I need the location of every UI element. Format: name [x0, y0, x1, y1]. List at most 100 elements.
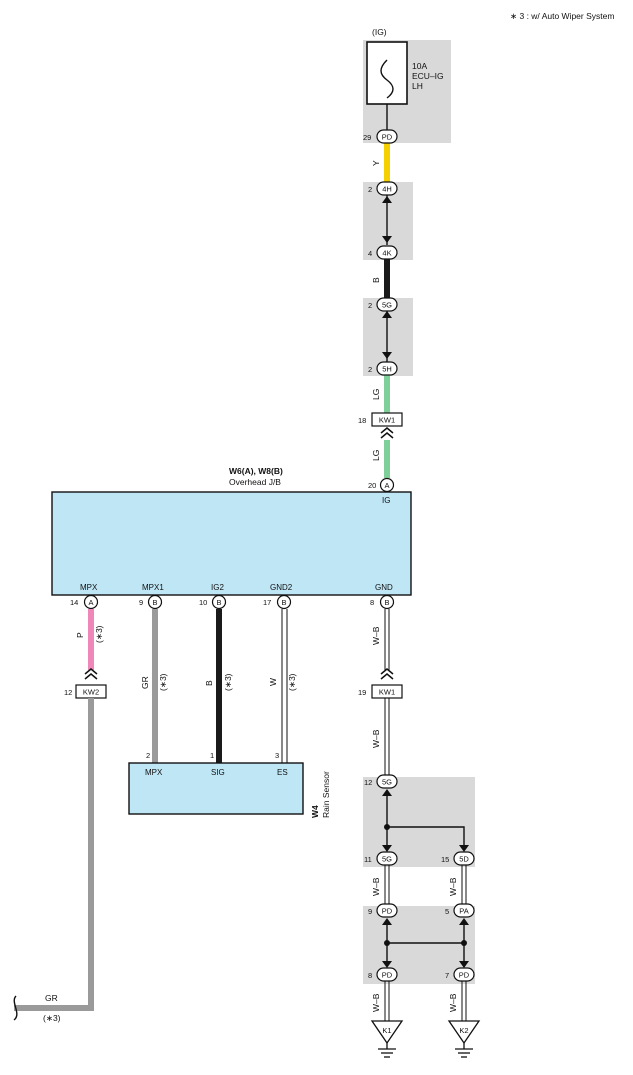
rain-sensor-id: W4: [310, 805, 320, 818]
fuse-source-label: (IG): [372, 27, 387, 37]
fuse-icon: [380, 59, 394, 99]
svg-text:4: 4: [368, 249, 372, 258]
connector-4h: 4H 2: [368, 181, 398, 196]
wire-label-wb5: W–B: [371, 993, 381, 1012]
svg-text:17: 17: [263, 598, 271, 607]
connector-jb-ig: A 20: [368, 477, 395, 493]
svg-text:(∗3): (∗3): [43, 1013, 61, 1023]
wire-label-wb2: W–B: [371, 729, 381, 748]
svg-text:14: 14: [70, 598, 78, 607]
wire-label-lg1: LG: [371, 389, 381, 400]
svg-text:B: B: [152, 598, 157, 607]
svg-text:A: A: [88, 598, 93, 607]
wire-label-lg2: LG: [371, 450, 381, 461]
svg-text:5H: 5H: [382, 365, 392, 374]
svg-text:2: 2: [146, 751, 150, 760]
svg-text:5G: 5G: [382, 778, 392, 787]
connector-mpx-14: A 14: [70, 594, 99, 610]
svg-text:3: 3: [275, 751, 279, 760]
svg-text:12: 12: [364, 778, 372, 787]
svg-text:4H: 4H: [382, 185, 392, 194]
connector-ig2-10: B 10: [199, 594, 227, 610]
svg-text:K2: K2: [459, 1026, 468, 1035]
rain-sensor-terminal-mpx: MPX: [145, 768, 163, 777]
wire-label-gr-bottom: GR: [45, 993, 58, 1003]
svg-text:5D: 5D: [459, 855, 469, 864]
wire-label-b: B: [371, 277, 381, 283]
jb-terminal-mpx: MPX: [80, 583, 98, 592]
wire-label-gr: GR: [140, 676, 150, 689]
ground-k1: K1: [370, 1020, 404, 1058]
wire-label-ig2: B: [204, 680, 214, 686]
svg-text:10: 10: [199, 598, 207, 607]
connector-kw1-top: KW1 18: [358, 412, 403, 439]
jb-name: Overhead J/B: [229, 477, 281, 487]
wire-label-y: Y: [371, 160, 381, 166]
svg-text:B: B: [216, 598, 221, 607]
svg-text:2: 2: [368, 185, 372, 194]
connector-gnd2-17: B 17: [263, 594, 292, 610]
svg-text:9: 9: [139, 598, 143, 607]
fuse-box: [366, 41, 408, 105]
connector-5g-12: 5G 12: [364, 774, 398, 789]
connector-5g-11: 5G 11: [364, 851, 398, 866]
svg-text:5G: 5G: [382, 301, 392, 310]
svg-text:20: 20: [368, 481, 376, 490]
connector-pd-7: PD 7: [445, 967, 475, 982]
svg-text:PD: PD: [382, 907, 393, 916]
connector-kw1-bottom: KW1 19: [358, 684, 403, 699]
connector-kw2: KW2 12: [64, 684, 107, 699]
svg-text:12: 12: [64, 688, 72, 697]
fuse-name: ECU–IG: [412, 71, 444, 81]
svg-text:(∗3): (∗3): [94, 625, 104, 643]
svg-text:PA: PA: [459, 907, 468, 916]
svg-text:2: 2: [368, 365, 372, 374]
svg-text:9: 9: [368, 907, 372, 916]
svg-text:11: 11: [364, 855, 372, 864]
svg-text:KW1: KW1: [379, 688, 395, 697]
svg-text:(∗3): (∗3): [158, 673, 168, 691]
wire-break-icon: [13, 995, 18, 1021]
rain-sensor-box: [128, 762, 304, 815]
wire-label-wb6: W–B: [448, 993, 458, 1012]
svg-text:5: 5: [445, 907, 449, 916]
svg-text:PD: PD: [382, 971, 393, 980]
wire-label-wb1: W–B: [371, 626, 381, 645]
svg-text:7: 7: [445, 971, 449, 980]
connector-pd-29: PD 29: [363, 129, 398, 144]
jb-terminal-gnd2: GND2: [270, 583, 293, 592]
svg-text:5G: 5G: [382, 855, 392, 864]
svg-text:8: 8: [368, 971, 372, 980]
wire-label-w: W: [268, 678, 278, 686]
svg-text:29: 29: [363, 133, 371, 142]
svg-text:18: 18: [358, 416, 366, 425]
connector-pd-9: PD 9: [368, 903, 398, 918]
overhead-junction-block: [51, 491, 412, 596]
rain-sensor-terminal-sig: SIG: [211, 768, 225, 777]
svg-text:A: A: [384, 481, 389, 490]
jb-terminal-gnd: GND: [375, 583, 393, 592]
wire-label-wb3: W–B: [371, 877, 381, 896]
connector-mpx1-9: B 9: [139, 594, 163, 610]
svg-text:15: 15: [441, 855, 449, 864]
svg-text:19: 19: [358, 688, 366, 697]
svg-text:PD: PD: [382, 133, 393, 142]
connector-gnd-8: B 8: [370, 594, 395, 610]
jb-terminal-ig: IG: [382, 496, 390, 505]
connector-pa-5: PA 5: [445, 903, 475, 918]
svg-text:B: B: [281, 598, 286, 607]
connector-5h: 5H 2: [368, 361, 398, 376]
ground-k2: K2: [447, 1020, 481, 1058]
connector-5d-15: 5D 15: [441, 851, 475, 866]
svg-text:KW1: KW1: [379, 416, 395, 425]
svg-text:(∗3): (∗3): [223, 673, 233, 691]
jb-id: W6(A), W8(B): [229, 466, 283, 476]
wire-label-p: P: [75, 632, 85, 638]
note-text: ∗ 3 : w/ Auto Wiper System: [510, 11, 614, 21]
svg-text:B: B: [384, 598, 389, 607]
fuse-side: LH: [412, 81, 423, 91]
svg-text:PD: PD: [459, 971, 470, 980]
connector-5g-top: 5G 2: [368, 297, 398, 312]
svg-text:(∗3): (∗3): [287, 673, 297, 691]
